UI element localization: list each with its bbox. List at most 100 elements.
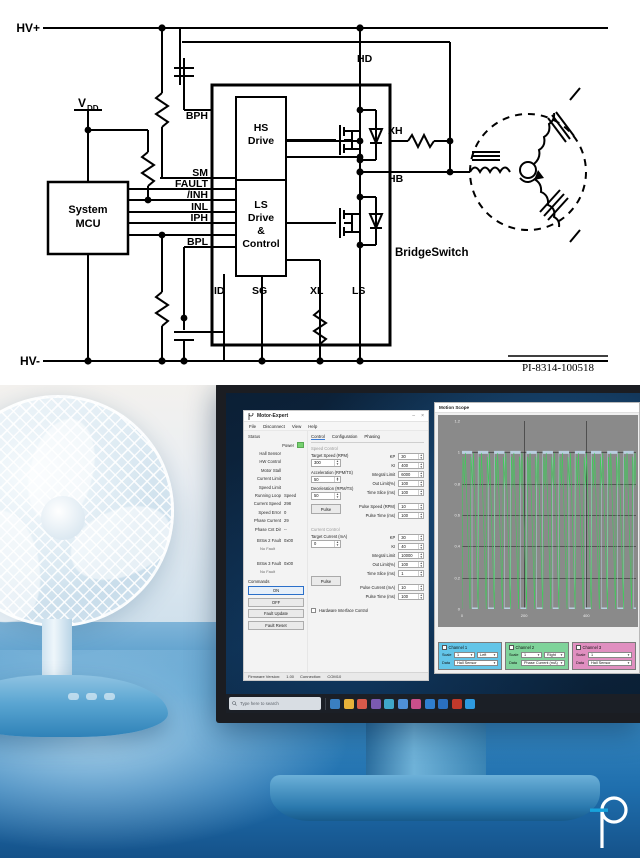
chevron-down-icon[interactable]: ▾ [627, 653, 630, 657]
param-input-current-out-limit[interactable]: 100▲▼ [398, 561, 425, 568]
tab-phasing[interactable]: Phasing [364, 434, 380, 439]
channel-1-side-select[interactable]: Left▾ [477, 652, 498, 658]
command-on-button[interactable]: ON [248, 586, 304, 596]
spinner-arrows-icon[interactable]: ▲▼ [418, 534, 423, 541]
scope-channel-2[interactable]: Channel 2 Scale 1▾ Right▾ Data Phase Cur… [505, 642, 569, 670]
scope-channel-3[interactable]: Channel 3 Scale 1▾ Data Hall Sensor▾ [572, 642, 636, 670]
tab-configuration[interactable]: Configuration [331, 434, 358, 439]
channel-2-scale-select[interactable]: 1▾ [521, 652, 542, 658]
chevron-down-icon[interactable]: ▾ [470, 653, 473, 657]
spinner-arrows-icon[interactable]: ▲▼ [418, 584, 423, 591]
command-off-button[interactable]: OFF [248, 597, 304, 607]
menu-item-help[interactable]: Help [308, 423, 318, 429]
chevron-down-icon[interactable]: ▾ [627, 660, 630, 665]
menu-item-disconnect[interactable]: Disconnect [263, 423, 285, 429]
window-controls[interactable]: – × [412, 413, 424, 419]
taskbar-search-box[interactable]: Type here to search [229, 697, 321, 710]
channel-1-checkbox[interactable] [442, 645, 447, 650]
chevron-down-icon[interactable]: ▾ [537, 653, 540, 657]
taskbar-icon-mail[interactable] [438, 698, 448, 709]
spinner-arrows-icon[interactable]: ▲▼ [418, 552, 423, 559]
taskbar-icon-file-explorer[interactable] [343, 698, 354, 709]
target-speed-input[interactable]: 300 ▲▼ [311, 459, 341, 467]
acceleration-input[interactable]: 50 ▲▼ [311, 475, 341, 483]
param-input-kp[interactable]: 30▲▼ [398, 453, 425, 460]
tabstrip[interactable]: Control Configuration Phasing [311, 434, 425, 443]
motor-expert-window[interactable]: Motor-Expert – × File Disconnect View He… [243, 410, 429, 681]
taskbar-icon-photos[interactable] [411, 698, 421, 709]
channel-2-header[interactable]: Channel 2 [509, 645, 565, 650]
param-input-integral-limit[interactable]: 6000▲▼ [398, 471, 425, 478]
param-input-pulse-speed[interactable]: 10▲▼ [398, 503, 425, 510]
spinner-arrows-icon[interactable]: ▲▼ [418, 462, 423, 469]
param-input-pulse-time-current[interactable]: 100▲▼ [398, 593, 425, 600]
param-input-current-ki[interactable]: 40▲▼ [398, 543, 425, 550]
taskbar-icon-cortana[interactable] [330, 698, 340, 709]
taskbar-icon-app[interactable] [370, 698, 381, 709]
param-input-out-limit[interactable]: 100▲▼ [398, 480, 425, 487]
hardware-interface-control-row[interactable]: Hardware Interface Control [311, 608, 424, 613]
channel-1-scale-select[interactable]: 1▾ [454, 652, 475, 658]
spinner-arrows-icon[interactable]: ▲▼ [334, 459, 339, 466]
spinner-arrows-icon[interactable]: ▲▼ [418, 471, 423, 478]
speed-pulse-button[interactable]: Pulse [311, 503, 341, 514]
chevron-down-icon[interactable]: ▾ [493, 660, 496, 665]
tab-control[interactable]: Control [311, 434, 325, 440]
command-fault-update-button[interactable]: Fault Update [248, 609, 304, 619]
param-input-ki[interactable]: 400▲▼ [398, 462, 425, 469]
command-fault-reset-button[interactable]: Fault Reset [248, 620, 304, 630]
spinner-arrows-icon[interactable]: ▲▼ [418, 453, 423, 460]
channel-1-header[interactable]: Channel 1 [442, 645, 498, 650]
taskbar-icon-edge[interactable] [384, 698, 394, 709]
spinner-arrows-icon[interactable]: ▲▼ [418, 512, 423, 519]
deceleration-input[interactable]: 50 ▲▼ [311, 492, 341, 500]
spinner-arrows-icon[interactable]: ▲▼ [418, 503, 423, 510]
spinner-arrows-icon[interactable]: ▲▼ [418, 593, 423, 600]
current-pulse-button[interactable]: Pulse [311, 575, 341, 586]
spinner-arrows-icon[interactable]: ▲▼ [418, 561, 423, 568]
channel-2-data-select[interactable]: Phase Current (mA)▾ [521, 659, 565, 666]
spinner-arrows-icon[interactable]: ▲▼ [334, 492, 339, 499]
spinner-arrows-icon[interactable]: ▲▼ [418, 480, 423, 487]
param-input-pulse-current[interactable]: 10▲▼ [398, 584, 425, 591]
spinner-arrows-icon[interactable]: ▲▼ [418, 543, 423, 550]
taskbar-icon-media[interactable] [357, 698, 367, 709]
channel-2-checkbox[interactable] [509, 645, 514, 650]
minimize-icon[interactable]: – [412, 413, 416, 419]
fan-speed-button[interactable] [68, 693, 79, 700]
windows-taskbar[interactable]: Type here to search [226, 694, 640, 713]
window-titlebar[interactable]: Motor-Expert – × [244, 411, 428, 422]
menubar[interactable]: File Disconnect View Help [244, 422, 428, 431]
close-icon[interactable]: × [421, 413, 424, 419]
chevron-down-icon[interactable]: ▾ [560, 653, 563, 657]
channel-1-data-select[interactable]: Hall Sensor▾ [454, 659, 498, 666]
scope-channel-1[interactable]: Channel 1 Scale 1▾ Left▾ Data Hall Senso… [438, 642, 502, 670]
taskbar-icon-store[interactable] [397, 698, 408, 709]
hardware-interface-control-checkbox[interactable] [311, 608, 316, 613]
chevron-down-icon[interactable]: ▾ [560, 660, 563, 665]
menu-item-file[interactable]: File [249, 423, 257, 429]
taskbar-icon-motor-expert[interactable] [465, 698, 475, 709]
spinner-arrows-icon[interactable]: ▲▼ [334, 540, 339, 547]
target-current-input[interactable]: 0 ▲▼ [311, 540, 341, 548]
menu-item-view[interactable]: View [291, 423, 302, 429]
scope-titlebar[interactable]: Motion Scope [435, 403, 639, 413]
taskbar-icon-pdf[interactable] [451, 698, 462, 709]
param-input-current-kp[interactable]: 30▲▼ [398, 534, 425, 541]
channel-3-scale-select[interactable]: 1▾ [588, 652, 632, 658]
fan-speed-button[interactable] [104, 693, 115, 700]
channel-3-checkbox[interactable] [576, 645, 581, 650]
channel-3-header[interactable]: Channel 3 [576, 645, 632, 650]
channel-2-side-select[interactable]: Right▾ [544, 652, 565, 658]
spinner-arrows-icon[interactable]: ▲▼ [418, 489, 423, 496]
spinner-arrows-icon[interactable]: ▲▼ [418, 570, 423, 577]
spinner-arrows-icon[interactable]: ▲▼ [334, 475, 339, 483]
param-input-time-slice[interactable]: 100▲▼ [398, 489, 425, 496]
fan-speed-button[interactable] [86, 693, 97, 700]
param-input-current-time-slice[interactable]: 1▲▼ [398, 570, 425, 577]
chevron-down-icon[interactable]: ▾ [493, 653, 496, 657]
param-input-current-integral-limit[interactable]: 10000▲▼ [398, 552, 425, 559]
channel-3-data-select[interactable]: Hall Sensor▾ [588, 659, 632, 666]
taskbar-icon-settings[interactable] [424, 698, 435, 709]
